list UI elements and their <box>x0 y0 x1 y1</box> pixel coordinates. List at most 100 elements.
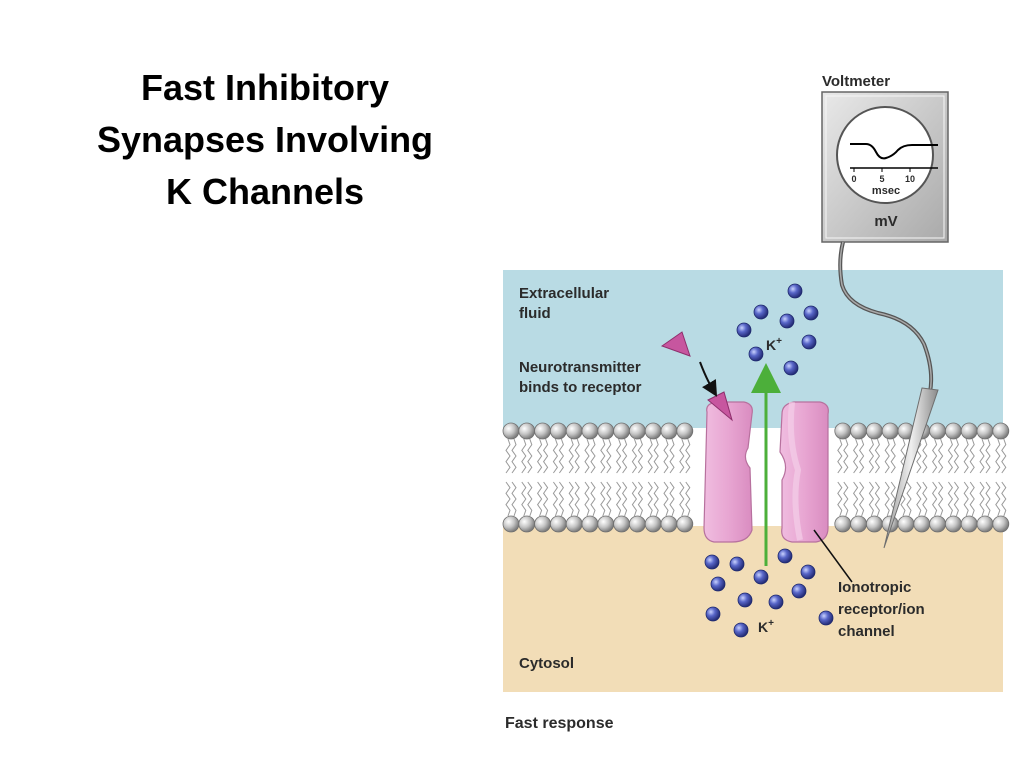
lipid-tail <box>858 438 865 474</box>
lipid-head <box>629 515 646 533</box>
lipid-tail <box>552 481 559 517</box>
potassium-ion <box>800 564 816 580</box>
lipid-tail <box>843 438 849 474</box>
lipid-tail <box>653 438 659 474</box>
lipid-tail <box>963 438 969 474</box>
lipid-tail <box>1001 438 1007 474</box>
lipid-tail <box>937 481 944 517</box>
lipid-tail <box>685 481 691 517</box>
lipid-tail <box>868 481 875 517</box>
lipid-head <box>992 515 1010 533</box>
lipid-head <box>976 515 994 533</box>
title-line-2: Synapses Involving <box>96 119 434 160</box>
lipid-head <box>929 422 946 440</box>
lipid-tail <box>574 438 580 474</box>
lipid-tail <box>647 438 653 474</box>
lipid-head <box>834 422 852 440</box>
lipid-tail <box>568 438 574 474</box>
lipid-tail <box>890 438 896 474</box>
lipid-head <box>834 515 852 533</box>
tick-label-10: 10 <box>905 174 915 184</box>
lipid-tail <box>669 481 675 517</box>
lipid-tail <box>922 481 928 517</box>
lipid-tail <box>558 438 565 474</box>
lipid-head <box>960 422 978 440</box>
lipid-tail <box>505 481 511 517</box>
lipid-tail <box>527 438 533 474</box>
lipid-tail <box>963 481 969 517</box>
lipid-head <box>597 422 615 440</box>
lipid-tail <box>505 438 511 474</box>
lipid-tail <box>637 438 644 474</box>
lipid-tail <box>953 481 960 517</box>
lipid-tail <box>615 481 622 517</box>
lipid-head <box>929 515 946 533</box>
cytosol-region <box>503 526 1003 692</box>
lipid-head <box>565 515 583 533</box>
lipid-head <box>581 515 599 533</box>
lipid-tail <box>679 438 685 474</box>
lipid-tail <box>590 481 596 517</box>
figure-caption: Fast response <box>505 715 614 732</box>
lipid-tail <box>979 481 985 517</box>
lipid-head <box>945 515 962 533</box>
lipid-tail <box>511 438 517 474</box>
lipid-tail <box>1001 481 1007 517</box>
lipid-tail <box>669 438 675 474</box>
lipid-head <box>913 515 931 533</box>
title-line-1: Fast Inhibitory <box>140 67 389 108</box>
lipid-head <box>976 422 994 440</box>
lipid-tail <box>906 481 912 517</box>
receptor-label-line2: receptor/ion <box>838 601 925 618</box>
lipid-tail <box>600 438 606 474</box>
voltage-trace <box>850 143 938 160</box>
lipid-tail <box>584 481 590 517</box>
lipid-tail <box>621 438 628 474</box>
potassium-ion <box>801 334 817 350</box>
extracellular-label-line2: fluid <box>519 305 551 322</box>
potassium-ion <box>803 305 819 321</box>
lipid-tail <box>852 481 859 517</box>
lipid-tail <box>685 438 691 474</box>
potassium-ion <box>704 554 720 570</box>
lipid-tail <box>852 438 859 474</box>
lipid-head <box>534 515 551 533</box>
lipid-tail <box>931 438 938 474</box>
lipid-tail <box>663 438 669 474</box>
lipid-tail <box>947 481 954 517</box>
lipid-tail <box>574 481 580 517</box>
lipid-tail <box>931 481 938 517</box>
lipid-tail <box>837 481 843 517</box>
extracellular-label-line1: Extracellular <box>519 285 609 302</box>
potassium-ion <box>768 594 784 610</box>
potassium-ion <box>779 313 795 329</box>
lipid-tail <box>631 438 638 474</box>
lipid-tail <box>637 481 644 517</box>
lipid-tail <box>558 481 565 517</box>
lipid-head <box>866 422 883 440</box>
title-line-3: K Channels <box>165 171 365 212</box>
lipid-tail <box>969 438 975 474</box>
lipid-tail <box>511 481 517 517</box>
potassium-ion <box>818 610 834 626</box>
receptor-label-line3: channel <box>838 623 895 640</box>
lipid-head <box>850 515 867 533</box>
electrode-probe <box>883 387 939 549</box>
potassium-ion <box>729 556 745 572</box>
lipid-head <box>502 515 520 533</box>
lipid-tail <box>874 481 881 517</box>
lipid-tail <box>947 438 954 474</box>
lipid-tail <box>985 438 991 474</box>
lipid-head <box>897 515 915 533</box>
lipid-tail <box>916 481 922 517</box>
lipid-head <box>550 422 567 440</box>
potassium-ion <box>710 576 726 592</box>
potassium-ion <box>783 360 799 376</box>
lipid-tail <box>615 438 622 474</box>
lipid-tail <box>552 438 559 474</box>
lipid-tail <box>995 438 1001 474</box>
potassium-ion <box>753 569 769 585</box>
lipid-tail <box>653 481 659 517</box>
voltage-unit-label: mV <box>874 213 897 230</box>
lipid-tail <box>995 481 1001 517</box>
